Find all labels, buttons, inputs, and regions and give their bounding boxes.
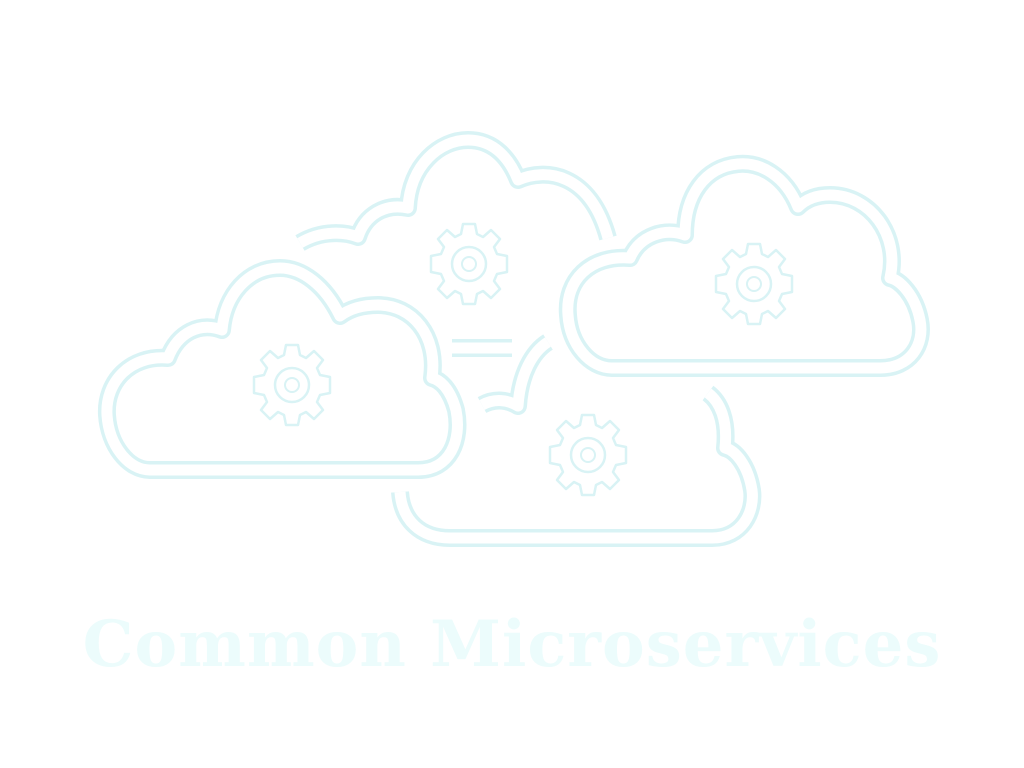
gear-icon — [252, 343, 332, 427]
gear-icon — [714, 242, 794, 326]
cloud-bottom-center — [391, 334, 762, 547]
cloud-gears-icon — [97, 131, 930, 547]
cloud-left — [97, 259, 467, 479]
cloud-top-center — [295, 131, 617, 306]
cloud-top-right — [558, 154, 930, 377]
gear-icon — [548, 413, 628, 497]
gear-icon — [429, 222, 509, 306]
caption-title: Common Microservices — [82, 607, 942, 682]
